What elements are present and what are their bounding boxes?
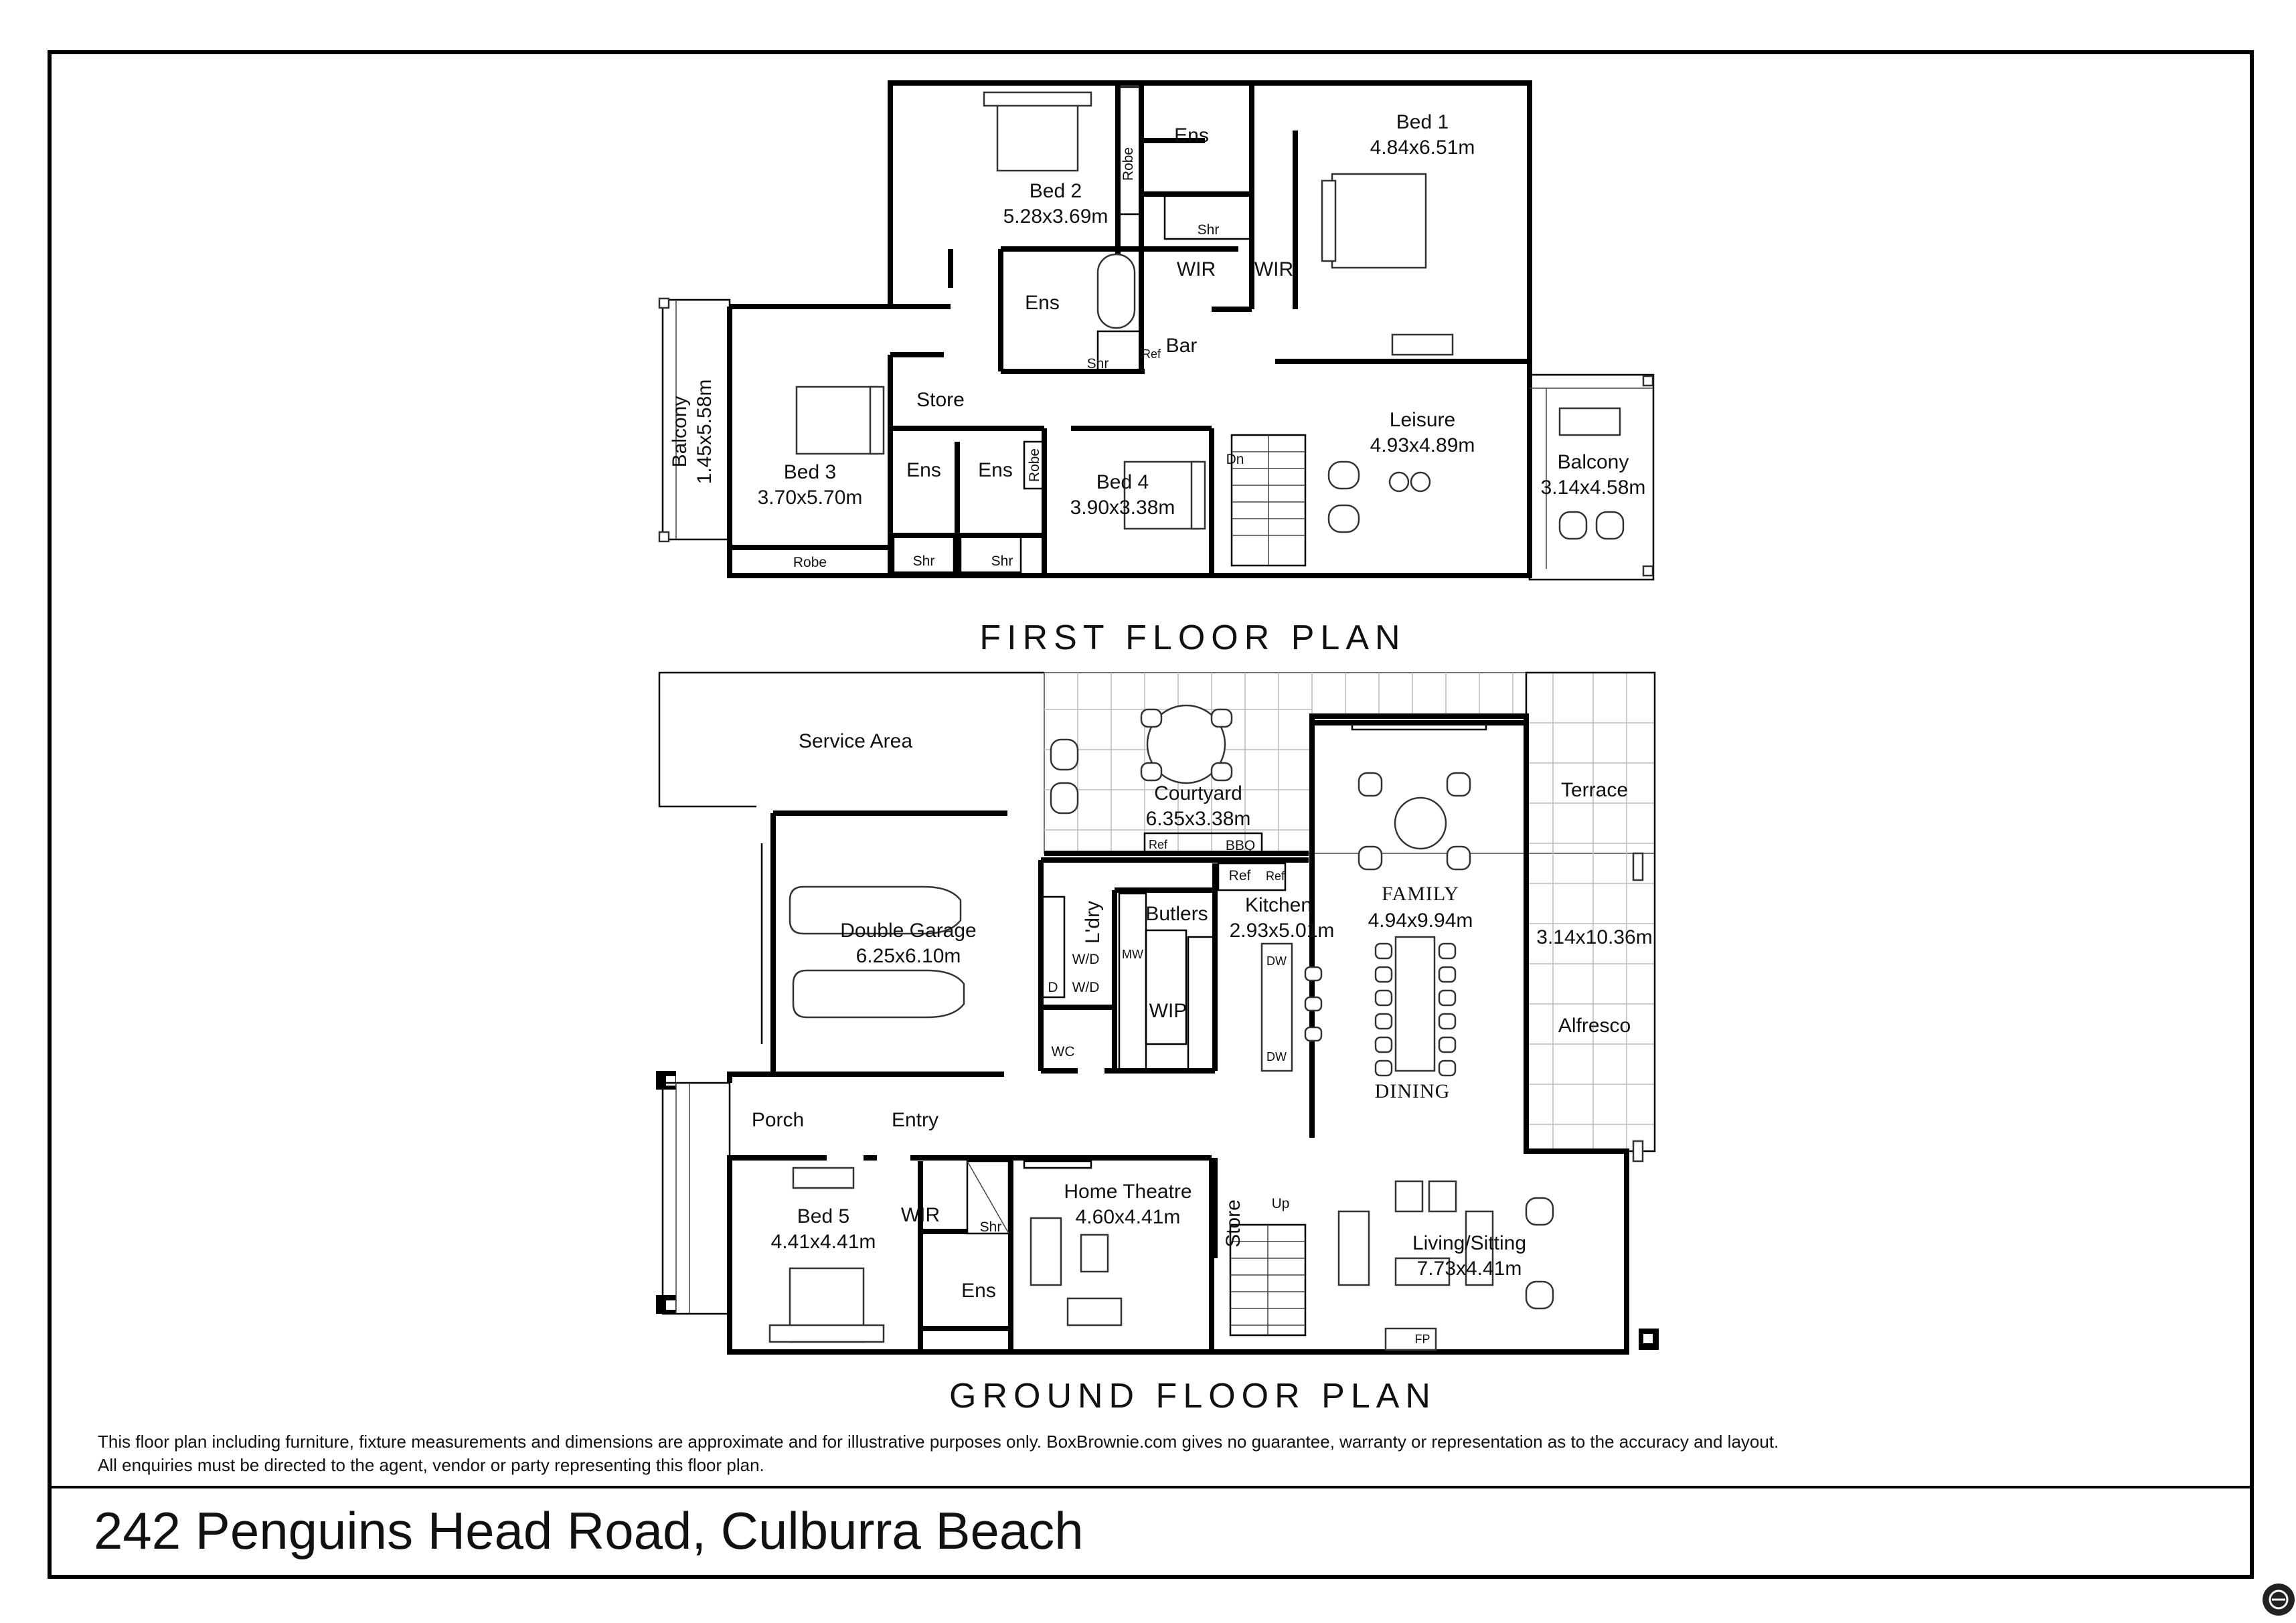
ff-ens-bath: Ens	[1025, 292, 1060, 314]
gf-dining: DINING	[1375, 1080, 1451, 1102]
property-address: 242 Penguins Head Road, Culburra Beach	[94, 1501, 1084, 1560]
ff-store: Store	[916, 389, 965, 411]
gf-service-area: Service Area	[799, 730, 912, 752]
gf-porch: Porch	[752, 1109, 804, 1131]
ff-bed1-name: Bed 1	[1396, 111, 1449, 133]
ff-shr-top: Shr	[1198, 222, 1220, 238]
ff-shr-b: Shr	[991, 553, 1013, 569]
gf-mw: MW	[1122, 948, 1143, 961]
ff-bed3-name: Bed 3	[784, 461, 836, 483]
gf-kitchen-name: Kitchen	[1245, 894, 1312, 916]
ff-leisure-name: Leisure	[1390, 409, 1455, 431]
gf-ens: Ens	[961, 1280, 996, 1302]
gf-butlers: Butlers	[1145, 903, 1208, 925]
gf-d: D	[1048, 980, 1058, 995]
disclaimer-line1: This floor plan including furniture, fix…	[98, 1432, 1779, 1452]
gf-bed5-name: Bed 5	[797, 1205, 849, 1227]
gf-courtyard-name: Courtyard	[1154, 782, 1242, 804]
ground-floor-plan: Service Area Courtyard 6.35x3.38m Ref BB…	[656, 671, 1659, 1416]
gf-family-name: FAMILY	[1382, 883, 1459, 905]
ff-bed1-dim: 4.84x6.51m	[1370, 137, 1475, 159]
ff-bed2-name: Bed 2	[1030, 180, 1082, 202]
ff-robe-bed3: Robe	[793, 555, 827, 570]
gf-living-dim: 7.73x4.41m	[1417, 1258, 1522, 1280]
gf-wip: WIP	[1149, 1000, 1187, 1022]
ff-balcony-left-name: Balcony	[669, 396, 691, 468]
gf-ref-k2: Ref	[1266, 869, 1285, 883]
ff-balcony-left-dim: 1.45x5.58m	[693, 379, 716, 485]
gf-garage-dim: 6.25x6.10m	[856, 945, 961, 967]
gf-theatre-dim: 4.60x4.41m	[1076, 1206, 1181, 1228]
ff-ens-b: Ens	[978, 459, 1013, 481]
ff-ens-top: Ens	[1174, 124, 1209, 147]
gf-shr: Shr	[980, 1219, 1002, 1235]
disclaimer-line2: All enquiries must be directed to the ag…	[98, 1455, 764, 1475]
gf-family-dim: 4.94x9.94m	[1368, 910, 1473, 932]
gf-entry: Entry	[892, 1109, 938, 1131]
ff-ref-bar: Ref	[1142, 347, 1161, 361]
gf-bed5-dim: 4.41x4.41m	[771, 1231, 876, 1253]
gf-alfresco: Alfresco	[1558, 1015, 1631, 1037]
ff-bed2-dim: 5.28x3.69m	[1003, 205, 1109, 228]
gf-wd-a: W/D	[1072, 952, 1100, 967]
gf-ref-court: Ref	[1149, 838, 1168, 851]
ff-robe-bed4: Robe	[1027, 448, 1042, 482]
first-floor-title: FIRST FLOOR PLAN	[979, 618, 1406, 657]
logo-badge-icon	[2263, 1584, 2295, 1616]
gf-ref-k1: Ref	[1229, 868, 1251, 883]
ff-wir-a: WIR	[1177, 258, 1216, 280]
ff-bar: Bar	[1166, 335, 1198, 357]
gf-store: Store	[1222, 1199, 1244, 1248]
gf-stair-up: Up	[1272, 1196, 1290, 1211]
gf-garage-name: Double Garage	[840, 920, 976, 942]
ff-shr-a: Shr	[913, 553, 935, 569]
sheet-border	[48, 50, 2254, 1579]
gf-bbq: BBQ	[1226, 838, 1255, 853]
gf-terrace: Terrace	[1561, 779, 1628, 801]
ff-bed4-dim: 3.90x3.38m	[1070, 497, 1175, 519]
ground-floor-title: GROUND FLOOR PLAN	[949, 1377, 1437, 1416]
gf-living-name: Living/Sitting	[1412, 1232, 1526, 1254]
gf-dw-a: DW	[1266, 954, 1287, 968]
ff-wir-b: WIR	[1254, 258, 1293, 280]
gf-wir: WIR	[901, 1204, 940, 1226]
ff-shr-bath: Shr	[1087, 356, 1109, 371]
gf-alfresco-dim: 3.14x10.36m	[1536, 926, 1652, 948]
ff-ens-a: Ens	[906, 459, 941, 481]
gf-theatre-name: Home Theatre	[1064, 1181, 1192, 1203]
ff-robe-bed2: Robe	[1121, 147, 1136, 181]
first-floor-plan: Bed 2 5.28x3.69m Robe Ens Shr Bed 1 4.84…	[658, 80, 1655, 657]
gf-dw-b: DW	[1266, 1050, 1287, 1063]
gf-kitchen-dim: 2.93x5.01m	[1230, 920, 1335, 942]
ff-leisure-dim: 4.93x4.89m	[1370, 434, 1475, 456]
gf-laundry: L'dry	[1082, 901, 1104, 944]
ff-stair-dn: Dn	[1226, 452, 1244, 467]
ff-bed3-dim: 3.70x5.70m	[758, 487, 863, 509]
gf-fp: FP	[1414, 1333, 1430, 1346]
gf-wc: WC	[1052, 1044, 1075, 1059]
ff-balcony-right-dim: 3.14x4.58m	[1541, 477, 1646, 499]
gf-courtyard-dim: 6.35x3.38m	[1146, 808, 1251, 830]
ff-balcony-right-name: Balcony	[1558, 451, 1629, 473]
ff-bed4-name: Bed 4	[1096, 471, 1149, 493]
gf-wd-b: W/D	[1072, 980, 1100, 995]
